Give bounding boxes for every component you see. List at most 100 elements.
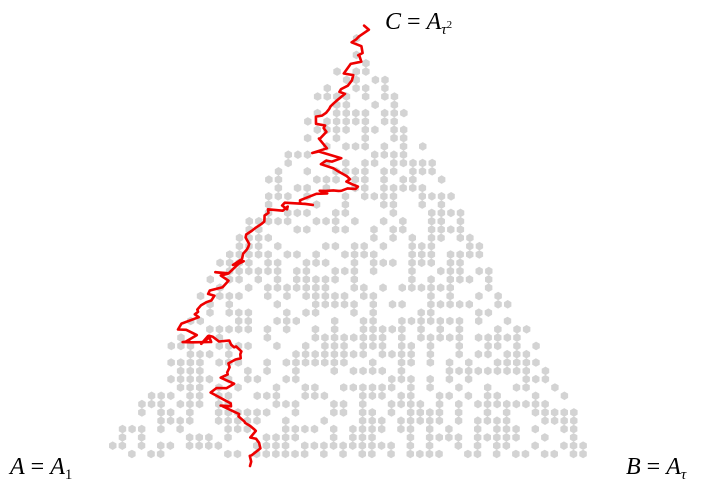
lattice-hexagon	[235, 241, 244, 251]
lattice-hexagon	[388, 300, 397, 309]
lattice-hexagon	[408, 275, 416, 284]
lattice-hexagon	[465, 358, 473, 367]
lattice-hexagon	[361, 175, 369, 184]
lattice-hexagon	[378, 349, 387, 359]
lattice-hexagon	[349, 366, 358, 376]
lattice-hexagon	[369, 316, 377, 326]
lattice-hexagon	[399, 142, 408, 151]
lattice-hexagon	[342, 75, 351, 85]
lattice-hexagon	[446, 275, 454, 284]
lattice-hexagon	[215, 325, 224, 334]
lattice-hexagon	[234, 325, 243, 334]
lattice-hexagon	[532, 374, 540, 384]
lattice-hexagon	[446, 291, 454, 301]
lattice-hexagon	[302, 258, 311, 268]
lattice-hexagon	[206, 308, 214, 317]
lattice-hexagon	[436, 333, 444, 342]
lattice-hexagon	[300, 449, 309, 459]
lattice-hexagon	[465, 275, 474, 284]
lattice-hexagon	[137, 433, 146, 442]
vertex-c-value: A	[426, 9, 442, 35]
lattice-hexagon	[398, 283, 406, 292]
lattice-hexagon	[302, 283, 310, 292]
lattice-hexagon	[301, 391, 309, 401]
lattice-hexagon	[407, 383, 415, 392]
lattice-hexagon	[360, 283, 368, 292]
lattice-hexagon	[321, 300, 329, 309]
lattice-hexagon	[234, 383, 242, 392]
lattice-hexagon	[293, 225, 301, 234]
lattice-hexagon	[321, 258, 330, 268]
lattice-hexagon	[282, 325, 291, 334]
lattice-hexagon	[512, 366, 521, 376]
lattice-hexagon	[265, 175, 273, 184]
lattice-hexagon	[342, 100, 351, 110]
lattice-hexagon	[416, 399, 425, 409]
lattice-hexagon	[342, 142, 350, 151]
lattice-hexagon	[166, 408, 175, 417]
lattice-hexagon	[435, 449, 443, 459]
lattice-hexagon	[284, 150, 292, 159]
lattice-hexagon	[512, 433, 520, 442]
lattice-hexagon	[369, 333, 377, 342]
lattice-hexagon	[253, 416, 261, 425]
lattice-hexagon	[380, 117, 389, 126]
lattice-hexagon	[466, 250, 474, 259]
lattice-hexagon	[570, 408, 578, 417]
lattice-hexagon	[407, 374, 415, 384]
lattice-hexagon	[408, 266, 416, 276]
lattice-hexagon	[494, 333, 502, 342]
lattice-hexagon	[224, 424, 232, 434]
lattice-hexagon	[483, 408, 492, 417]
lattice-hexagon	[389, 233, 397, 243]
lattice-hexagon	[156, 449, 165, 459]
lattice-hexagon	[224, 449, 232, 459]
lattice-hexagon	[196, 316, 204, 326]
lattice-hexagon	[445, 433, 453, 442]
lattice-hexagon	[312, 283, 320, 292]
lattice-hexagon	[331, 241, 340, 251]
lattice-hexagon	[455, 341, 463, 351]
lattice-hexagon	[312, 216, 321, 226]
lattice-hexagon	[485, 266, 493, 276]
lattice-hexagon	[214, 416, 223, 425]
lattice-hexagon	[284, 208, 292, 218]
lattice-hexagon	[426, 383, 434, 392]
lattice-hexagon	[455, 366, 463, 376]
lattice-hexagon	[302, 266, 311, 276]
lattice-hexagon	[407, 316, 416, 326]
lattice-hexagon	[138, 424, 146, 434]
lattice-hexagon	[224, 416, 232, 425]
lattice-hexagon	[282, 416, 290, 425]
lattice-hexagon	[387, 408, 396, 417]
lattice-hexagon	[473, 441, 482, 450]
equals-sign: =	[646, 454, 661, 480]
lattice-hexagon	[273, 300, 281, 309]
lattice-hexagon	[331, 316, 339, 326]
lattice-hexagon	[321, 349, 329, 359]
lattice-hexagon	[312, 250, 320, 259]
lattice-hexagon	[417, 325, 425, 334]
lattice-hexagon	[361, 92, 370, 101]
lattice-hexagon	[330, 325, 339, 334]
lattice-hexagon	[166, 416, 175, 425]
lattice-hexagon	[303, 225, 311, 234]
lattice-hexagon	[339, 441, 347, 450]
lattice-hexagon	[303, 150, 312, 159]
lattice-hexagon	[426, 416, 434, 425]
lattice-hexagon	[419, 142, 427, 151]
lattice-hexagon	[483, 391, 492, 401]
lattice-hexagon	[292, 316, 300, 326]
lattice-hexagon	[540, 449, 549, 459]
lattice-hexagon	[302, 275, 310, 284]
lattice-hexagon	[352, 67, 360, 76]
lattice-hexagon	[313, 125, 321, 135]
lattice-hexagon	[437, 216, 445, 226]
lattice-hexagon	[408, 283, 416, 292]
lattice-hexagon	[437, 200, 446, 209]
lattice-hexagon	[311, 391, 319, 401]
lattice-hexagon	[310, 441, 319, 450]
lattice-hexagon	[273, 266, 282, 276]
lattice-hexagon	[390, 150, 398, 159]
lattice-hexagon	[167, 391, 175, 401]
